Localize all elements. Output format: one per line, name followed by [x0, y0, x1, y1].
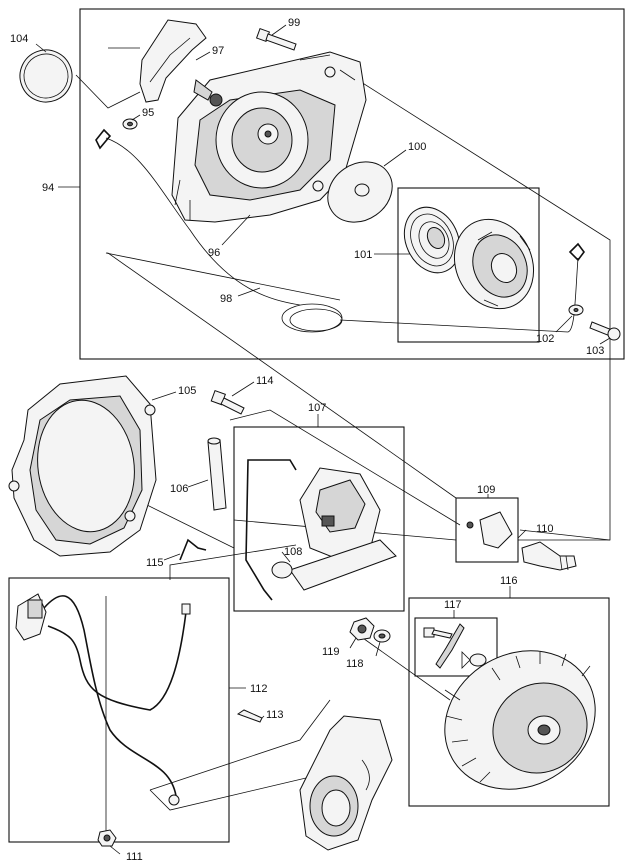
callout-113: 113	[266, 709, 284, 721]
callout-118: 118	[346, 658, 364, 670]
callout-119: 119	[322, 646, 340, 658]
callout-103: 103	[586, 345, 604, 357]
callout-112: 112	[250, 683, 268, 695]
gasket-104	[19, 49, 73, 103]
callout-102: 102	[536, 333, 554, 345]
washer-102	[568, 304, 584, 316]
callout-99: 99	[288, 17, 300, 29]
nut-111	[97, 829, 117, 847]
relation-lines	[59, 47, 611, 834]
starter-rope-98	[95, 128, 585, 333]
crankcase-outline	[299, 715, 393, 851]
callout-100: 100	[408, 141, 426, 153]
pawl-frame	[414, 617, 498, 677]
callout-105: 105	[178, 385, 196, 397]
recoil-spring-101	[403, 206, 461, 274]
plug-cap-109	[466, 511, 513, 549]
wiring-group-frame	[8, 577, 230, 843]
pin-106	[207, 437, 227, 511]
callout-109: 109	[477, 484, 495, 496]
callout-115: 115	[146, 557, 164, 569]
callout-98: 98	[220, 293, 232, 305]
screw-99	[255, 27, 297, 51]
spring-plate-100	[327, 161, 393, 223]
callout-110: 110	[536, 523, 554, 535]
ignition-coil-frame	[233, 426, 405, 612]
spring-pulley-frame	[397, 187, 540, 343]
callout-108: 108	[284, 546, 302, 558]
ignition-coil-107	[245, 459, 397, 601]
callout-116: 116	[500, 575, 518, 587]
screw-113	[236, 709, 263, 723]
washer-118	[373, 629, 391, 643]
callout-95: 95	[142, 107, 154, 119]
pawl-kit-117	[423, 623, 487, 669]
callout-111: 111	[126, 851, 143, 863]
flywheel-116	[444, 650, 596, 790]
callout-114: 114	[256, 375, 274, 387]
fan-cover-105	[8, 375, 157, 557]
flywheel-frame	[408, 597, 610, 807]
starter-housing	[171, 51, 367, 223]
callout-labels: 104 99 97 95 94 100 96 101 98 102 103 10…	[10, 17, 604, 863]
callout-leaders	[35, 24, 611, 855]
clip-115	[179, 538, 207, 561]
nut-119	[349, 617, 375, 641]
callout-97: 97	[212, 45, 224, 57]
screw-103	[589, 321, 621, 341]
spark-plug-cap-frame	[455, 497, 519, 563]
screw-114	[210, 389, 245, 415]
rope-pulley	[453, 218, 535, 310]
washer-95	[122, 118, 138, 130]
starter-handle-97	[139, 19, 223, 107]
callout-104: 104	[10, 33, 28, 45]
callout-107: 107	[308, 402, 326, 414]
callout-94: 94	[42, 182, 54, 194]
callout-96: 96	[208, 247, 220, 259]
callout-106: 106	[170, 483, 188, 495]
spark-plug-110	[521, 541, 577, 571]
callout-101: 101	[354, 249, 372, 261]
wiring-harness-112	[15, 593, 191, 806]
starter-group-frame	[79, 8, 625, 360]
callout-117: 117	[444, 599, 462, 611]
